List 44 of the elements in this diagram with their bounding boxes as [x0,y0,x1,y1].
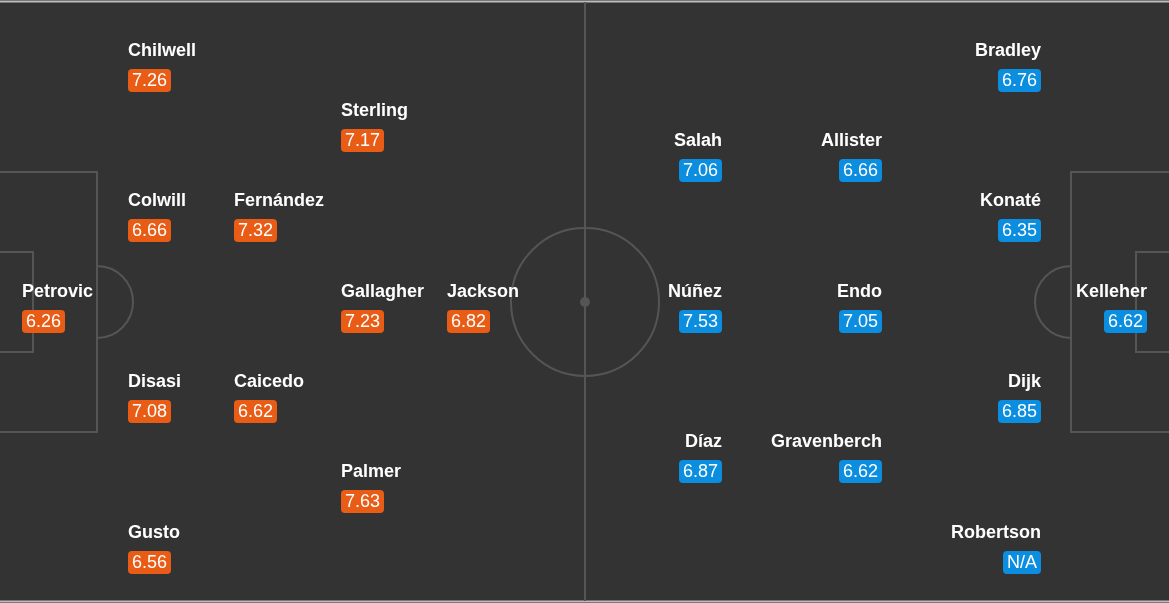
rating-badge: 6.62 [234,400,278,423]
rating-badge: 6.66 [128,219,172,242]
rating-badge: 6.85 [997,400,1041,423]
rating-badge: 7.08 [128,400,172,423]
rating-badge: 7.05 [838,310,882,333]
player-name: Disasi [128,371,182,392]
player-name: Dijk [1008,371,1041,392]
rating-badge: 6.66 [838,159,882,182]
player-name: Caicedo [234,371,305,392]
player-name: Allister [820,130,882,151]
player-name: Endo [837,281,882,302]
rating-badge: 7.23 [341,310,385,333]
rating-badge: N/A [1003,551,1041,574]
rating-badge: 7.63 [341,490,385,513]
player-name: Gravenberch [770,431,882,452]
player-name: Petrovic [22,281,94,302]
rating-badge: 6.56 [128,551,172,574]
player-name: Palmer [341,461,402,482]
player-name: Jackson [447,281,520,302]
player-name: Chilwell [128,40,196,61]
player-name: Sterling [341,100,408,121]
player-name: Núñez [668,281,722,302]
rating-badge: 7.53 [678,310,722,333]
rating-badge: 7.17 [341,129,385,152]
player-name: Robertson [951,522,1041,543]
player-name: Fernández [234,190,325,211]
rating-badge: 7.32 [234,219,278,242]
player-name: Colwill [128,190,186,211]
rating-badge: 6.82 [447,310,491,333]
rating-badge: 6.62 [1103,310,1147,333]
player-name: Kelleher [1075,281,1147,302]
player-name: Díaz [685,431,722,452]
player-name: Salah [673,130,722,151]
player-name: Bradley [974,40,1041,61]
rating-badge: 6.26 [22,310,66,333]
rating-badge: 7.06 [678,159,722,182]
player-name: Konaté [980,190,1041,211]
rating-badge: 6.76 [997,69,1041,92]
rating-badge: 6.62 [838,460,882,483]
rating-badge: 7.26 [128,69,172,92]
rating-badge: 6.87 [678,460,722,483]
rating-badge: 6.35 [997,219,1041,242]
player-name: Gusto [128,522,180,543]
player-name: Gallagher [341,281,425,302]
